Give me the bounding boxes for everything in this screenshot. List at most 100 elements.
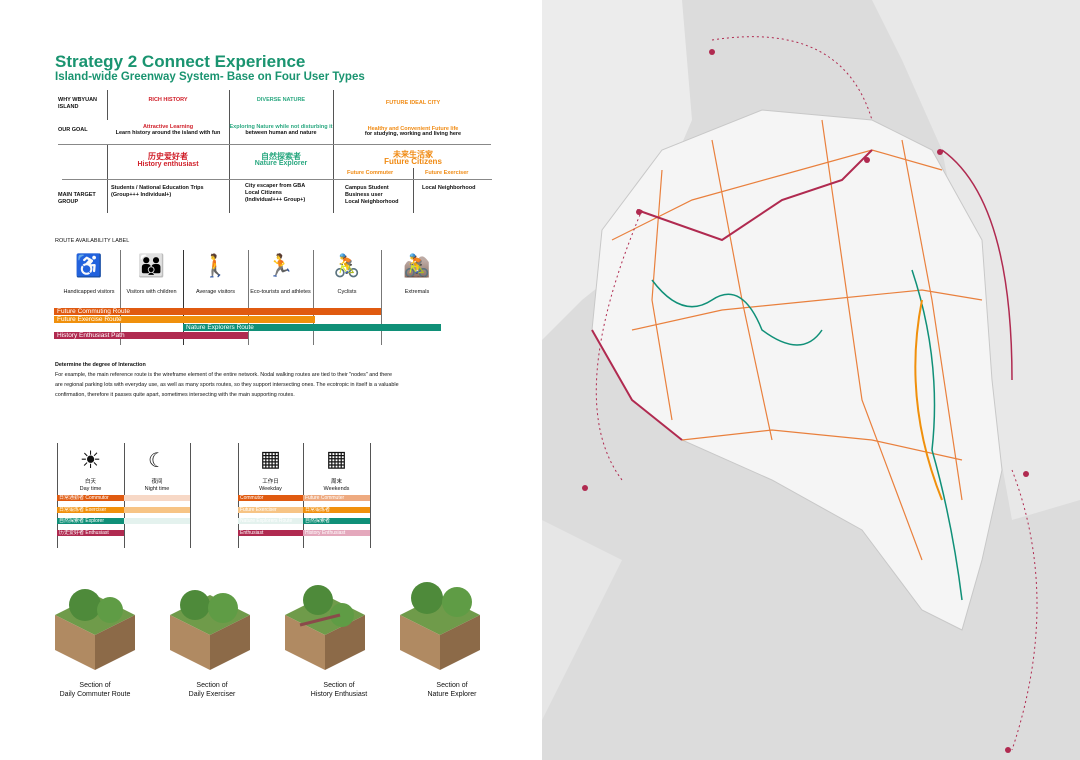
night-bar-exerciser [124,507,190,513]
calendar-weekday-icon: ▦ [260,446,281,471]
day-en: Day time [79,486,102,492]
exercise-route [914,299,943,501]
history-path [636,149,873,242]
route-bar-exercise: Future Exercise Route [54,316,315,323]
caption-line: Section of [196,682,228,689]
page-subtitle: Island-wide Greenway System- Base on Fou… [55,71,365,83]
goal-desc: for studying, working and living here [364,131,462,137]
row-label-goal: OUR GOAL [58,127,88,133]
weekend-cn: 周末 [330,479,342,485]
caption-line: Section of [436,682,468,689]
weekday-tag: Future Exerciser [238,507,303,513]
user-type-cn: 历史爱好者 [148,152,188,161]
sun-icon: ☀ [79,447,102,474]
weekend-tag: Future Commuter [303,495,370,501]
why-diverse-nature: DIVERSE NATURE [256,97,306,103]
user-type-cn: 自然探索者 [261,152,301,161]
sub-type-exerciser: Future Exerciser [425,170,469,176]
target-group: Local Neighborhood [422,185,476,191]
page-title: Strategy 2 Connect Experience [55,52,306,71]
bmx-icon: 🚵 [403,253,431,278]
weekend-tag: 自然探索者 [303,518,370,524]
route-bar-nature: Nature Explorers Route [183,324,441,331]
dotted-boundary [595,36,1038,751]
caption-line: Section of [323,682,355,689]
island-greenway-map [542,0,1080,760]
interaction-heading: Determine the degree of Interaction [55,362,146,368]
goal-title: Attractive Learning [142,124,194,130]
goal-title: Exploring Nature while not disturbing it [229,124,333,130]
day-tag: 日常通勤者 Commutor [57,495,124,501]
caption-line: Daily Commuter Route [59,691,131,698]
user-type-label: Extremals [404,289,430,295]
moon-icon: ☾ [148,450,166,472]
weekend-tag: History Enthusiast [303,530,370,536]
user-type-label: Cyclists [337,289,357,295]
section-block-nature [400,582,480,670]
user-type-label: Visitors with children [126,289,177,295]
land-southwest [542,520,622,720]
section-caption: Section of Daily Exerciser [157,681,267,699]
caption-line: Section of [79,682,111,689]
user-type-en: History enthusiast [137,161,199,168]
goal-desc: between human and nature [245,130,317,136]
dog-walker-icon: 🚶 [201,253,230,278]
section-block-commuter [55,589,135,670]
wheelchair-elder-icon: ♿ [75,253,103,278]
night-en: Night time [144,486,170,492]
route-bar-history: History Enthusiast Path [54,332,248,339]
night-cn: 夜间 [151,479,163,485]
hiker-runner-icon: 🏃 [266,253,295,278]
weekend-en: Weekends [323,486,350,492]
day-cn: 白天 [84,479,96,485]
section-caption: Section of Daily Commuter Route [40,681,150,699]
section-caption: Section of History Enthusiast [284,681,394,699]
land-west [542,0,692,340]
interaction-text: Determine the degree of Interaction For … [55,360,400,400]
day-tag: 日常锻炼者 Exerciser [57,507,124,513]
row-label-target: MAIN TARGET GROUP [58,192,96,205]
why-rich-history: RICH HISTORY [148,97,188,103]
goal-desc: Learn history around the island with fun [115,130,221,136]
interaction-body: For example, the main reference route is… [55,372,399,398]
route-label-title: ROUTE AVAILABILITY LABEL [55,238,130,244]
user-type-label: Average visitors [195,289,236,295]
section-block-exerciser [170,590,250,670]
user-type-en: Future Citizens [384,157,442,166]
why-future-city: FUTURE IDEAL CITY [385,100,441,106]
calendar-weekend-icon: ▦ [326,446,347,471]
cyclist-icon: 🚴 [333,253,361,278]
caption-line: Nature Explorer [427,691,477,698]
day-tag: 历史爱好者 Enthusiast [57,530,124,536]
goal-title: Healthy and Convenient Future life [367,126,459,132]
weekday-en: Weekday [259,486,282,492]
weekday-tag: Nature Explorers Route [238,518,303,524]
weekend-tag: 日常锻炼者 [303,507,370,513]
nature-route [651,279,823,346]
section-block-history [285,585,365,670]
weekday-tag: Enthusiast [238,530,303,536]
day-tag: 自然探索者 Explorer [57,518,124,524]
row-label-why: WHY WBYUAN ISLAND [58,97,98,110]
night-bar-commuter [124,495,190,501]
weekday-cn: 工作日 [262,479,279,485]
user-type-label: Eco-tourists and athletes [250,289,311,295]
target-group: Campus Student Business user Local Neigh… [345,185,399,205]
night-bar-explorer [124,518,190,524]
user-type-label: Handicapped visitors [63,289,115,295]
target-group: Students / National Education Trips (Gro… [111,185,204,198]
user-type-en: Nature Explorer [254,160,308,167]
user-type-cn: 未来生活家 [393,150,433,159]
section-caption: Section of Nature Explorer [397,681,507,699]
caption-line: Daily Exerciser [188,691,236,698]
weekday-tag: Commutor [238,495,303,501]
section-illustrations [55,582,480,670]
sub-type-commuter: Future Commuter [347,170,394,176]
target-group: City escaper from GBA Local Citizens (In… [245,183,306,203]
node-markers [582,49,1029,753]
caption-line: History Enthusiast [310,691,368,698]
